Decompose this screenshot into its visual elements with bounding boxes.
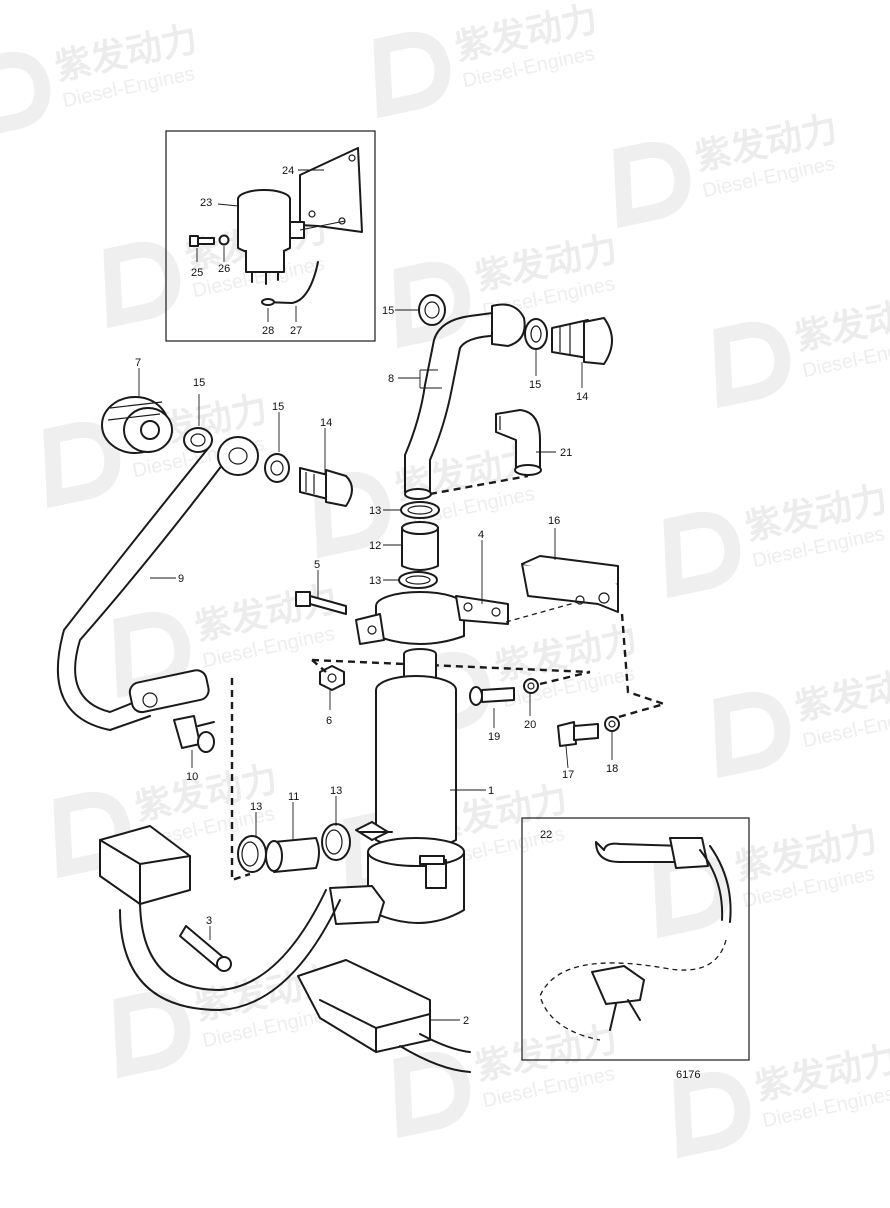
label-11: 11 xyxy=(288,791,299,803)
hose-clamps-lower xyxy=(230,678,351,882)
label-10: 10 xyxy=(186,771,198,783)
label-5: 5 xyxy=(314,559,320,571)
label-13-mid: 13 xyxy=(369,575,381,587)
label-21: 21 xyxy=(560,447,572,459)
figure-number: 6176 xyxy=(676,1069,700,1081)
label-26: 26 xyxy=(218,263,230,275)
label-13-lower-left: 13 xyxy=(250,801,262,813)
watermark-logo-icon xyxy=(413,651,491,739)
inset-top-box xyxy=(165,130,376,342)
pump-1 xyxy=(329,648,465,925)
label-14-right: 14 xyxy=(576,391,588,403)
label-15-a: 15 xyxy=(193,377,205,389)
label-28: 28 xyxy=(262,325,274,337)
label-4: 4 xyxy=(478,529,484,541)
watermark-logo-icon xyxy=(393,1051,471,1139)
label-13-lower-right: 13 xyxy=(330,785,342,797)
pipe-8 xyxy=(404,294,613,500)
label-17: 17 xyxy=(562,769,574,781)
callout-labels: 1 2 3 4 5 6 7 8 9 10 11 12 13 13 13 13 1… xyxy=(135,165,700,1081)
watermark-logo-icon xyxy=(663,511,741,599)
fitting-7 xyxy=(101,396,173,454)
label-20: 20 xyxy=(524,719,536,731)
label-12: 12 xyxy=(369,540,381,552)
watermark-logo-icon xyxy=(713,321,791,409)
watermark-logo-icon xyxy=(673,1071,751,1159)
watermark-logo-icon xyxy=(43,421,121,509)
watermark-logo-icon xyxy=(113,991,191,1079)
watermark-logo-icon xyxy=(373,31,451,119)
label-23: 23 xyxy=(200,197,212,209)
elbow-21 xyxy=(429,409,542,496)
leader-lines xyxy=(138,169,613,1021)
hose-clamps-upper xyxy=(398,501,440,589)
watermark-logo-icon xyxy=(713,691,791,779)
banjo-fitting-left xyxy=(183,427,353,507)
label-6: 6 xyxy=(326,715,332,727)
inset-bottom-box xyxy=(521,817,750,1061)
label-15-d: 15 xyxy=(529,379,541,391)
label-15-b: 15 xyxy=(272,401,284,413)
label-25: 25 xyxy=(191,267,203,279)
label-24: 24 xyxy=(282,165,294,177)
watermark-logo-icon xyxy=(103,241,181,329)
connector-cable xyxy=(99,825,471,1073)
label-19: 19 xyxy=(488,731,500,743)
bracket-16 xyxy=(521,555,669,747)
watermark-logo-icon xyxy=(393,261,471,349)
label-3: 3 xyxy=(206,915,212,927)
label-13-top: 13 xyxy=(369,505,381,517)
watermark-layer: 紫发动力Diesel-Engines紫发动力Diesel-Engines紫发动力… xyxy=(0,0,890,1159)
label-2: 2 xyxy=(463,1015,469,1027)
label-22: 22 xyxy=(540,829,552,841)
label-18: 18 xyxy=(606,763,618,775)
label-27: 27 xyxy=(290,325,302,337)
watermark-logo-icon xyxy=(313,471,391,559)
label-1: 1 xyxy=(488,785,494,797)
label-16: 16 xyxy=(548,515,560,527)
screw-19-washer-20 xyxy=(469,670,591,706)
valve-10 xyxy=(173,715,215,753)
label-9: 9 xyxy=(178,573,184,585)
watermark-logo-icon xyxy=(0,51,51,139)
label-15-c: 15 xyxy=(382,305,394,317)
watermark-logo-icon xyxy=(613,141,691,229)
hose-9 xyxy=(56,445,227,731)
label-14-left: 14 xyxy=(320,417,332,429)
label-7: 7 xyxy=(135,357,141,369)
mounting-clamp-4 xyxy=(295,591,591,691)
label-8: 8 xyxy=(388,373,394,385)
